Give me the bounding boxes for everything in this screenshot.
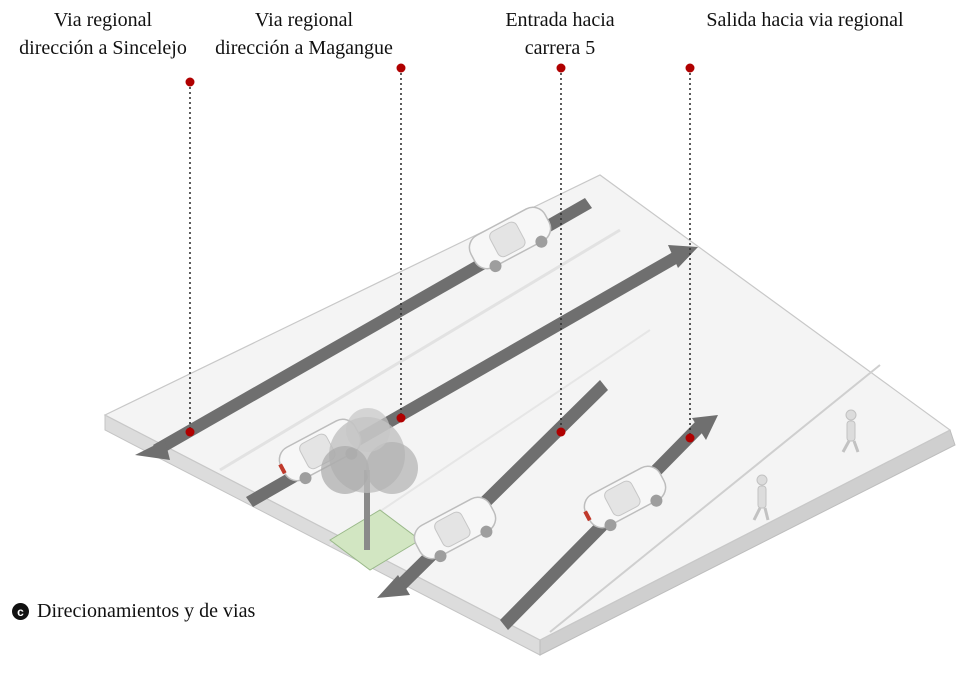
callout-line1: Via regional — [254, 9, 354, 31]
callout-line2: carrera 5 — [524, 37, 596, 59]
location-marker-icon — [185, 427, 195, 437]
callout-label-sincelejo: Via regional dirección a Sincelejo — [8, 6, 198, 62]
sidewalk-edge — [549, 364, 881, 633]
location-marker-icon — [396, 413, 406, 423]
callout-line1: Via regional — [53, 9, 153, 31]
callout-line2: dirección a Magangue — [215, 37, 393, 59]
callout-leaders — [189, 68, 691, 438]
location-marker-icon — [396, 63, 406, 73]
pedestrian-icon — [841, 409, 860, 453]
arrow-carrera-head — [377, 575, 410, 598]
callout-label-carrera: Entrada hacia carrera 5 — [480, 6, 640, 62]
car-icon — [413, 496, 497, 563]
street-slab — [103, 174, 952, 641]
caption-badge: c — [12, 603, 29, 620]
callout-markers — [185, 63, 695, 443]
callout-label-salida: Salida hacia via regional — [680, 6, 930, 34]
median-line — [219, 228, 621, 472]
location-marker-icon — [185, 77, 195, 87]
arrow-magangue-head — [668, 245, 698, 268]
caption-text: Direcionamientos y de vias — [37, 600, 256, 622]
car-icon — [468, 206, 552, 273]
arrow-sincelejo-head — [135, 440, 170, 460]
location-marker-icon — [556, 427, 566, 437]
car-icon — [583, 465, 667, 532]
tree-icon — [321, 408, 418, 550]
callout-line1: Entrada hacia — [505, 9, 615, 31]
location-marker-icon — [556, 63, 566, 73]
location-marker-icon — [685, 63, 695, 73]
figure-caption: c Direcionamientos y de vias — [12, 600, 255, 623]
arrow-salida-head — [692, 415, 718, 440]
pedestrian-icon — [752, 474, 770, 521]
callout-label-magangue: Via regional dirección a Magangue — [204, 6, 404, 62]
callout-line1: Salida hacia via regional — [706, 9, 904, 31]
callout-line2: dirección a Sincelejo — [19, 37, 187, 59]
median-line — [329, 329, 651, 546]
location-marker-icon — [685, 433, 695, 443]
